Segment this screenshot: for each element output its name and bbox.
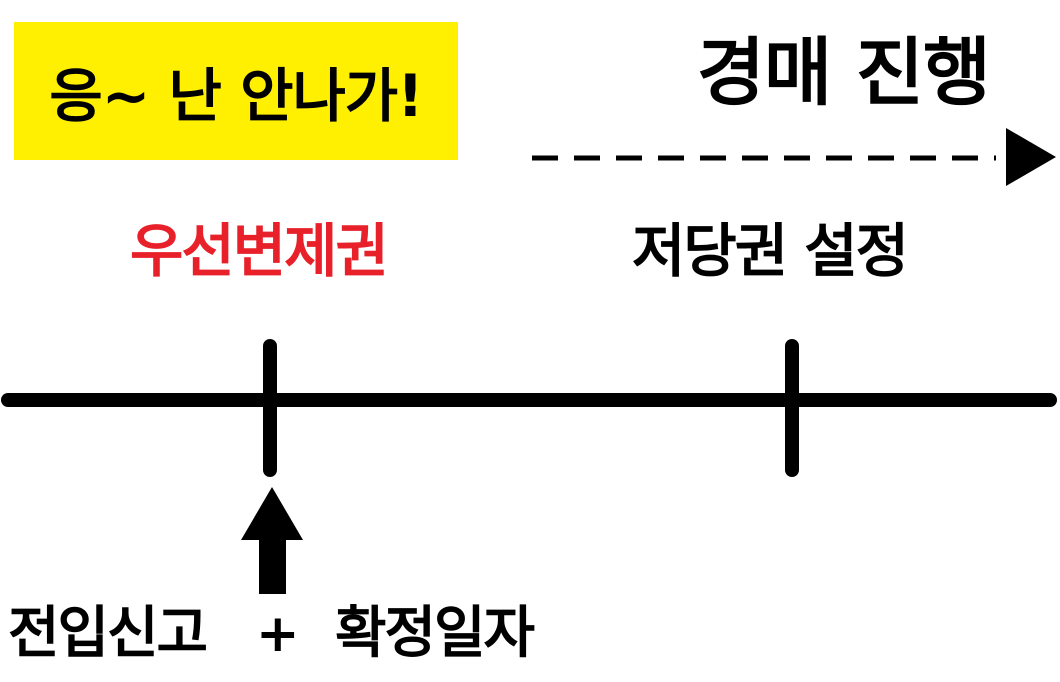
mortgage-label: 저당권 설정 xyxy=(632,217,909,285)
fixed-date-label: 확정일자 xyxy=(335,601,535,666)
highlight-badge: 응~ 난 안나가! xyxy=(14,22,458,160)
up-arrow-shaft xyxy=(259,538,286,594)
dashed-arrow-head xyxy=(1006,128,1056,186)
badge-text: 응~ 난 안나가! xyxy=(49,62,423,130)
move-in-report-label: 전입신고 xyxy=(8,601,208,666)
up-arrow-head xyxy=(241,487,303,540)
plus-sign: + xyxy=(256,604,300,664)
auction-label: 경매 진행 xyxy=(696,30,991,116)
priority-repayment-label: 우선변제권 xyxy=(130,217,389,285)
